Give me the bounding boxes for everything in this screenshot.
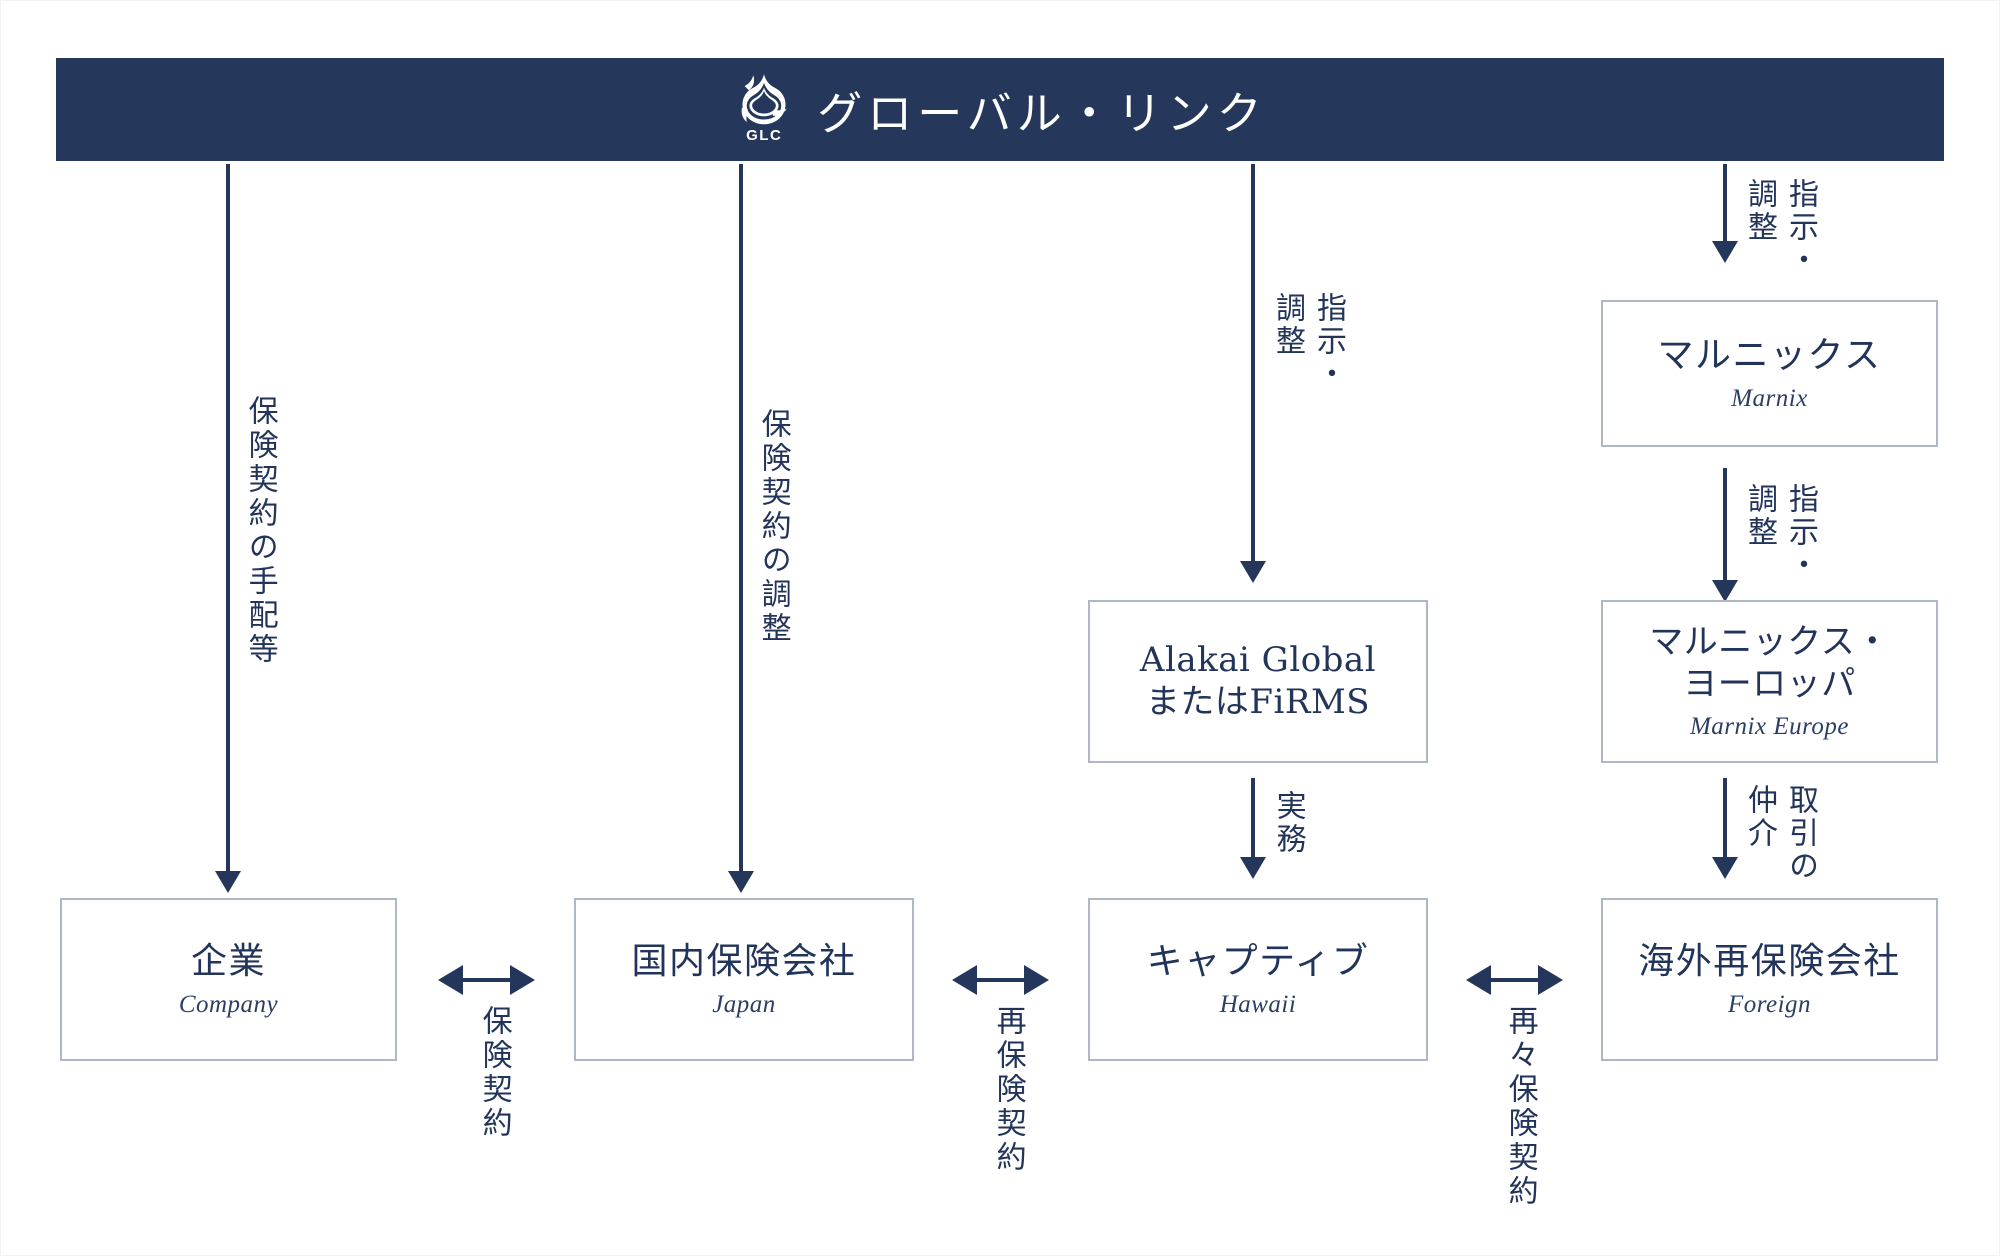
node-japan-insurer-jp: 国内保険会社 [631, 940, 857, 982]
arrow-header-to-company [226, 164, 230, 874]
node-captive[interactable]: キャプティブ Hawaii [1088, 898, 1428, 1061]
arrow-header-to-alakai [1251, 164, 1255, 564]
glc-logo-text: GLC [746, 126, 783, 144]
arrow-alakai-to-captive [1251, 778, 1255, 860]
label-col-brokerage-1: 取引の [1783, 784, 1818, 883]
node-alakai-global[interactable]: Alakai Global またはFiRMS [1088, 600, 1428, 763]
node-marnix-en: Marnix [1731, 385, 1808, 413]
label-col-instruction-1: 指示・ [1311, 292, 1346, 391]
label-col-marnix-instruction-2: 調整 [1742, 178, 1777, 244]
node-marnix[interactable]: マルニックス Marnix [1601, 300, 1938, 447]
node-company-jp: 企業 [190, 940, 266, 982]
label-reinsurance-contract: 再保険契約 [990, 1005, 1026, 1175]
arrow-marnix-to-marnix-europe [1723, 468, 1727, 583]
node-captive-en: Hawaii [1219, 991, 1297, 1019]
label-col-marnix-instruction-1: 指示・ [1783, 178, 1818, 277]
label-col-marnix-eu-instruction-1: 指示・ [1783, 483, 1818, 582]
node-marnix-jp: マルニックス [1657, 334, 1882, 376]
label-instruction-adjustment-marnix: 指示・ 調整 [1740, 178, 1820, 277]
glc-swirl-logo-icon [741, 73, 787, 124]
node-marnix-europe[interactable]: マルニックス・ ヨーロッパ Marnix Europe [1601, 600, 1938, 763]
node-marnix-europe-jp: マルニックス・ ヨーロッパ [1649, 622, 1890, 704]
label-instruction-adjustment-alakai: 指示・ 調整 [1268, 292, 1348, 391]
node-foreign-reinsurer-en: Foreign [1727, 991, 1812, 1019]
header-title: グローバル・リンク [817, 87, 1267, 140]
arrow-marnix-europe-to-foreign [1723, 778, 1727, 860]
label-insurance-adjustment: 保険契約の調整 [755, 408, 791, 646]
node-captive-jp: キャプティブ [1146, 940, 1370, 982]
node-foreign-reinsurer[interactable]: 海外再保険会社 Foreign [1601, 898, 1938, 1061]
arrow-header-to-japan-insurer [739, 164, 743, 874]
glc-logo: GLC [733, 71, 795, 149]
arrow-company-japan-insurer [460, 978, 513, 982]
arrow-japan-insurer-captive [974, 978, 1027, 982]
header-bar: GLC グローバル・リンク [56, 58, 1944, 161]
label-brokerage: 取引の 仲介 [1740, 784, 1820, 883]
node-marnix-europe-en: Marnix Europe [1689, 712, 1849, 740]
label-retrocession-contract: 再々保険契約 [1502, 1005, 1538, 1209]
arrow-header-to-marnix [1723, 164, 1727, 244]
node-japan-insurer[interactable]: 国内保険会社 Japan [574, 898, 914, 1061]
label-col-instruction-2: 調整 [1270, 292, 1305, 358]
label-instruction-adjustment-marnix-europe: 指示・ 調整 [1740, 483, 1820, 582]
node-foreign-reinsurer-jp: 海外再保険会社 [1638, 940, 1901, 982]
node-alakai-jp: Alakai Global またはFiRMS [1139, 640, 1377, 722]
label-col-brokerage-2: 仲介 [1742, 784, 1777, 850]
node-company-en: Company [178, 991, 279, 1019]
label-practical-work: 実務 [1270, 790, 1306, 856]
label-insurance-contract: 保険契約 [476, 1005, 512, 1141]
label-col-marnix-eu-instruction-2: 調整 [1742, 483, 1777, 549]
label-insurance-arrangement: 保険契約の手配等 [242, 395, 278, 667]
node-company[interactable]: 企業 Company [60, 898, 397, 1061]
node-japan-insurer-en: Japan [712, 991, 776, 1019]
arrow-captive-foreign-reinsurer [1488, 978, 1541, 982]
